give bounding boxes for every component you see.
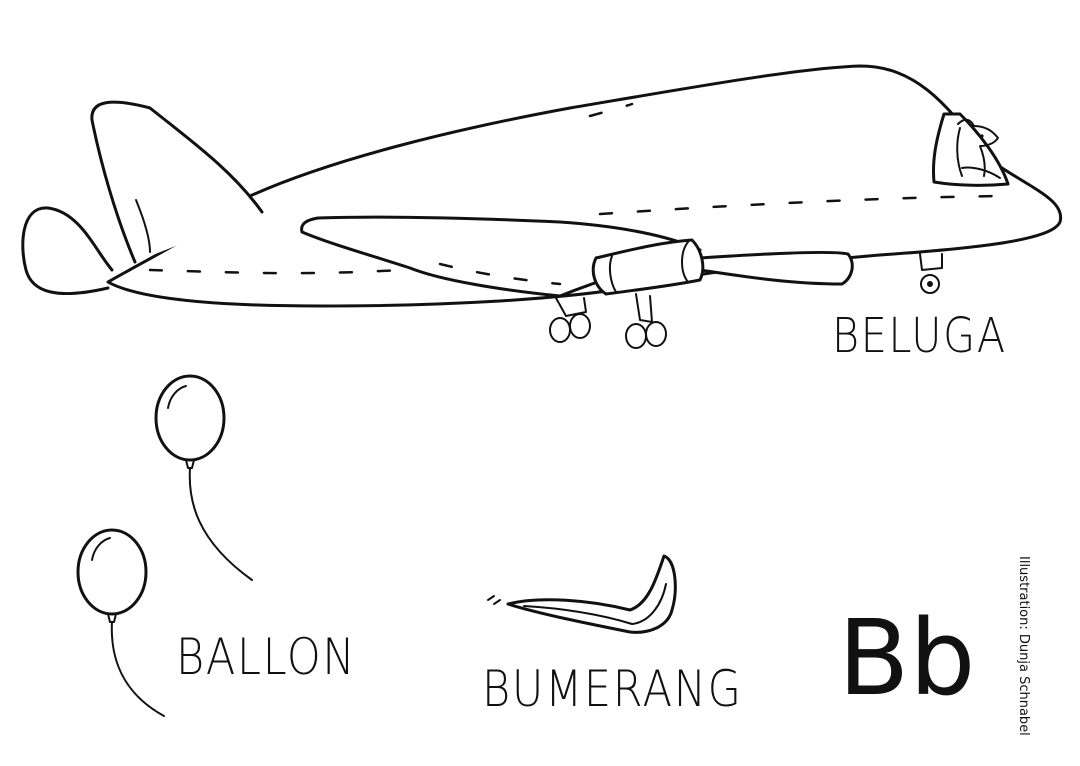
balloon-upper (154, 374, 226, 462)
balloon-lower-knot (107, 613, 117, 623)
airplane-tail-fin (90, 100, 264, 264)
boomerang-illustration (487, 554, 677, 634)
word-ballon: BALLON (176, 628, 357, 686)
airplane-top-line (588, 102, 634, 118)
pilot-fox-illustration (956, 118, 1001, 179)
balloon-lower (76, 528, 148, 616)
balloon-lower-string (110, 621, 165, 717)
boomerang-motion-lines (487, 595, 501, 605)
airplane-main-wheel-4 (645, 321, 667, 347)
balloon-upper-knot (185, 459, 195, 469)
airplane-nose-gear-strut (919, 253, 943, 271)
boomerang (506, 554, 677, 634)
airplane-main-wheel-2 (569, 313, 591, 339)
letter-heading: Bb (838, 597, 976, 719)
balloon-upper-illustration (154, 374, 253, 581)
word-bumerang: BUMERANG (482, 660, 743, 718)
airplane-main-gear-strut-front (635, 293, 653, 323)
balloon-lower-illustration (76, 528, 165, 717)
airplane-panel-line-front (598, 194, 1002, 216)
boomerang-inner-line (523, 583, 667, 625)
airplane-main-wheel-1 (549, 317, 571, 343)
airplane-fin-root (135, 199, 151, 253)
airplane-tail-stabilizer (21, 206, 114, 295)
illustration-credit: Illustration: Dunja Schnabel (1016, 556, 1031, 736)
beluga-airplane-illustration (21, 64, 1063, 349)
airplane-engine-band (608, 255, 617, 293)
balloon-upper-string (188, 467, 253, 581)
airplane-belly-fairing (698, 250, 854, 286)
word-beluga: BELUGA (832, 308, 1007, 364)
balloon-lower-shine (91, 537, 111, 561)
airplane-cockpit-window (932, 112, 1010, 187)
balloon-upper-shine (167, 385, 187, 409)
airplane-panel-line-rear (148, 268, 402, 275)
airplane-engine (591, 238, 705, 296)
airplane-main-wheel-3 (625, 323, 647, 349)
airplane-engine-inlet (681, 241, 689, 283)
